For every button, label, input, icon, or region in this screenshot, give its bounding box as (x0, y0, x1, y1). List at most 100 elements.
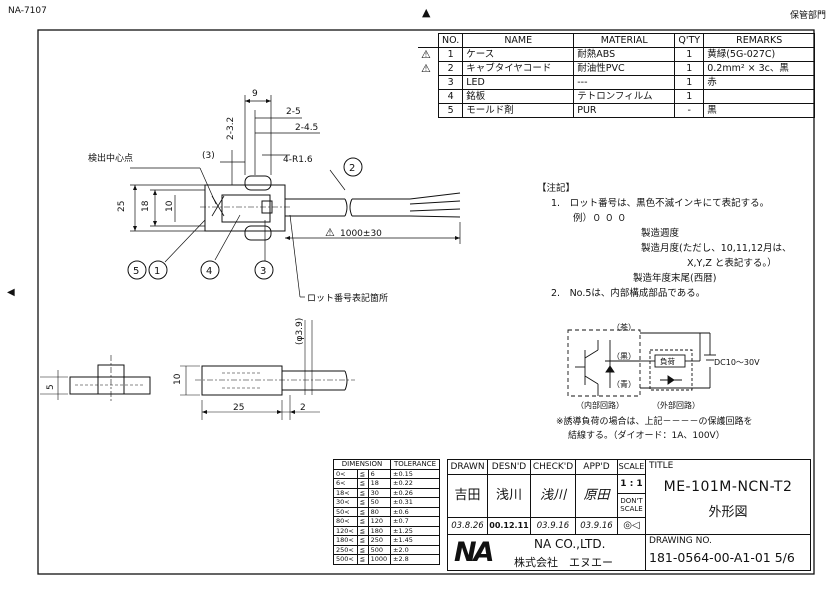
company-logo: NA (454, 537, 494, 568)
wire-black: （黒） (612, 352, 636, 361)
external-circuit-label: （外部回路） (652, 401, 700, 410)
tb-appd: APP'D (575, 459, 618, 475)
dim-10b: 10 (173, 373, 183, 385)
tol-col-tolerance: TOLERANCE (390, 459, 440, 470)
table-row: 6<≦18±0.22 (333, 478, 440, 489)
dim-9: 9 (252, 89, 258, 99)
storage-dept: 保管部門 (790, 11, 827, 21)
dim-5: 5 (46, 384, 56, 390)
note-1: 1. ロット番号は、黒色不滅インキにて表記する。 (551, 198, 770, 209)
balloon-1-num: 1 (154, 266, 160, 277)
circuit-note-1: ※誘導負荷の場合は、上記－－－－の保護回路を (556, 417, 753, 427)
tb-date-check: 03.9.16 (530, 517, 576, 535)
tolerance-table: DIMENSION TOLERANCE 0<≦6±0.15 6<≦18±0.22… (333, 459, 440, 565)
tb-sig-desnd: 浅川 (487, 474, 531, 518)
tb-title-1: ME-101M-NCN-T2 (663, 479, 793, 495)
balloon-2-num: 2 (349, 163, 355, 174)
tb-title-label: TITLE (649, 461, 674, 471)
tb-drawing-no-box: DRAWING NO. 181-0564-00-A1-01 5/6 (645, 534, 811, 571)
notes-heading: 【注記】 (537, 183, 576, 194)
balloon-5-num: 5 (133, 266, 139, 277)
revision-mark-dim: ⚠ (325, 226, 335, 239)
tb-title-box: TITLE ME-101M-NCN-T2 外形図 (645, 459, 811, 535)
dim-2-4-5: 2-4.5 (295, 123, 318, 133)
bom-col-no: NO. (437, 33, 464, 48)
company-name-en: NA CO.,LTD. (534, 537, 606, 551)
tb-sig-app: 原田 (575, 474, 618, 518)
revision-mark-icon: ⚠ (421, 48, 431, 62)
tb-scale-value: 1 : 1 (617, 474, 646, 494)
doc-code: NA-7107 (8, 6, 47, 16)
bom-col-remarks: REMARKS (703, 33, 816, 48)
table-row: 80<≦120±0.7 (333, 516, 440, 527)
tb-drawing-no-label: DRAWING NO. (649, 536, 712, 546)
tb-company-box: NA NA CO.,LTD. 株式会社 エヌエー (447, 534, 646, 571)
bom-row: 4 銘板 テトロンフィルム 1 (418, 89, 816, 104)
tb-checkd: CHECK'D (530, 459, 576, 475)
note-month: 製造月度(ただし、10,11,12月は、 (641, 243, 792, 254)
end-view (40, 355, 151, 403)
bom-row: 3 LED --- 1 赤 (418, 75, 816, 90)
note-month-2: X,Y,Z と表記する。） (687, 258, 777, 269)
top-view (200, 175, 461, 241)
wire-brown: （茶） (612, 323, 636, 332)
bom-row: 5 モールド剤 PUR - 黒 (418, 103, 816, 118)
circuit-note-2: 結線する。（ダイオード：1A、100V） (568, 431, 725, 441)
dim-2-3-2: 2-3.2 (226, 117, 236, 140)
wire-blue: （青） (612, 380, 636, 389)
bom-rev-col (418, 33, 439, 48)
table-row: 180<≦250±1.45 (333, 535, 440, 546)
table-row: 50<≦80±0.6 (333, 506, 440, 517)
tb-date-drawn: 03.8.26 (447, 517, 488, 535)
load-label: 負荷 (660, 357, 675, 366)
bom-col-name: NAME (462, 33, 575, 48)
dim-10: 10 (165, 200, 175, 212)
side-view-arrows (202, 410, 295, 414)
detect-center-label: 検出中心点 (88, 152, 133, 164)
dim-25b: 25 (233, 403, 244, 413)
notes-block: 【注記】 1. ロット番号は、黒色不滅インキにて表記する。 例）０ ０ ０ 製造… (537, 181, 792, 301)
dim-1000: 1000±30 (340, 229, 382, 239)
tb-scale: SCALE (617, 459, 646, 475)
note-example: 例）０ ０ ０ (573, 213, 627, 224)
dim-4-r1-6: 4-R1.6 (283, 155, 313, 165)
side-view (180, 320, 355, 420)
tb-date-desnd: 00.12.11 (487, 517, 531, 535)
dim-2-5: 2-5 (286, 107, 301, 117)
tb-desnd: DESN'D (487, 459, 531, 475)
bom-col-material: MATERIAL (573, 33, 676, 48)
supply-label: DC10〜30V (714, 358, 760, 367)
tb-sig-check: 浅川 (530, 474, 576, 518)
tb-sig-drawn: 吉田 (447, 474, 488, 518)
company-name-jp: 株式会社 エヌエー (514, 556, 613, 569)
table-row: 250<≦500±2.0 (333, 544, 440, 555)
projection-symbol-icon: ◎◁ (617, 517, 646, 535)
dim-3: (3) (202, 151, 215, 161)
note-2: 2. No.5は、内部構成部品である。 (551, 288, 706, 299)
balloon-3-num: 3 (260, 266, 266, 277)
dim-2b: 2 (300, 403, 306, 413)
balloon-2 (343, 157, 363, 177)
balloon-1 (148, 260, 168, 280)
tb-date-app: 03.9.16 (575, 517, 618, 535)
table-row: 120<≦180±1.25 (333, 525, 440, 536)
note-week: 製造週度 (641, 228, 680, 239)
table-row: 30<≦50±0.31 (333, 497, 440, 508)
tb-drawing-no: 181-0564-00-A1-01 5/6 (649, 550, 795, 565)
tb-title-2: 外形図 (708, 505, 748, 520)
balloon-3 (254, 260, 274, 280)
tb-dont-scale: DON'T SCALE (617, 493, 646, 518)
tb-drawn: DRAWN (447, 459, 488, 475)
lot-position-label: ロット番号表記箇所 (307, 292, 388, 304)
center-mark-top: ▲ (422, 6, 431, 19)
bom-row: ⚠ 1 ケース 耐熱ABS 1 黄緑(5G-027C) (418, 47, 816, 62)
dim-25: 25 (117, 201, 127, 212)
note-year: 製造年度末尾(西暦) (633, 273, 717, 284)
bom-col-qty: Q'TY (674, 33, 705, 48)
center-mark-left: ◀ (7, 287, 15, 298)
bom-row: ⚠ 2 キャブタイヤコード 耐油性PVC 1 0.2mm² × 3c、黒 (418, 61, 816, 76)
internal-circuit-label: （内部回路） (576, 401, 624, 410)
drawing-border (37, 29, 815, 575)
part-balloons (127, 157, 363, 280)
